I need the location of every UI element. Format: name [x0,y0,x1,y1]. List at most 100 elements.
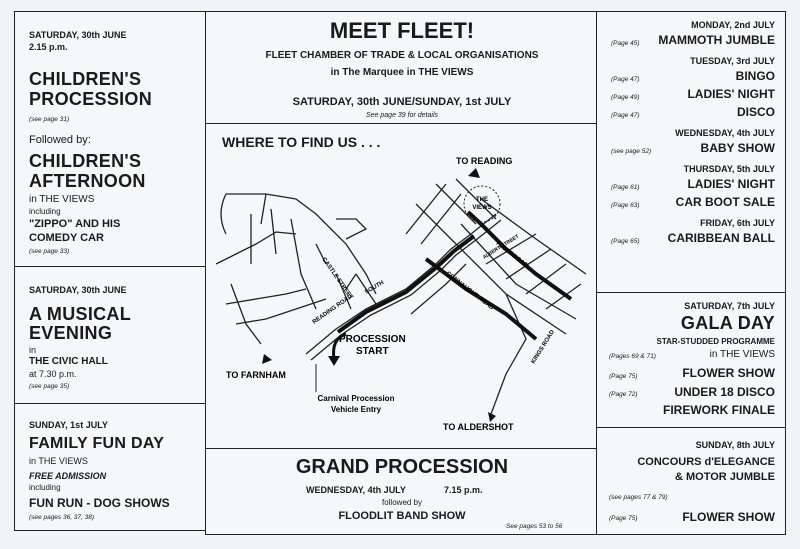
week-event-page: (Page 45) [611,40,640,47]
procession-title-1: CHILDREN'S [29,69,142,89]
meet-fleet-dates: SATURDAY, 30th JUNE/SUNDAY, 1st JULY [292,96,512,108]
gala-page-2: (Page 75) [609,373,638,380]
gala-page-1: (Pages 69 & 71) [609,353,656,360]
concours-line-2: & MOTOR JUMBLE [674,471,775,483]
gala-title: GALA DAY [680,313,775,333]
family-ref: (see pages 36, 37, 38) [29,514,95,521]
week-event: (Page 49) LADIES' NIGHT [597,87,775,105]
week-event: (Page 47)DISCO [597,105,775,123]
map-road [305,213,497,355]
week-event: (Page 45) MAMMOTH JUMBLE [597,33,775,51]
grand-date: WEDNESDAY, 4th JULY [306,485,406,495]
week-event-title: CARIBBEAN BALL [667,231,775,245]
week-date-text: MONDAY, 2nd JULY [691,20,775,30]
the-views-marker [463,185,501,223]
procession-date: SATURDAY, 30th JUNE [29,30,127,40]
to-reading-arrow-icon [468,168,480,178]
week-event-page: (see page 52) [611,148,652,155]
musical-title-2: EVENING [29,323,113,343]
week-event: (Page 63)CAR BOOT SALE [597,195,775,213]
week-event-page: (Page 65) [611,238,640,245]
grand-procession-box: GRAND PROCESSION WEDNESDAY, 4th JULY 7.1… [205,448,597,535]
carnival-label-1: Carnival Procession [318,394,395,403]
afternoon-title-2: AFTERNOON [29,171,146,191]
afternoon-venue: in THE VIEWS [29,194,95,205]
meet-fleet-box: MEET FLEET! FLEET CHAMBER OF TRADE & LOC… [205,11,597,124]
zippo-line-2: COMEDY CAR [29,232,104,244]
label-connaught-road: CONNAUGHT ROAD [445,271,495,312]
week-date-text: FRIDAY, 6th JULY [700,218,775,228]
carnival-label-2: Vehicle Entry [331,405,382,414]
week-event-title: BABY SHOW [700,141,775,155]
family-including: including [29,483,61,492]
week-event-title: CAR BOOT SALE [675,195,775,209]
week-event: (Page 61) LADIES' NIGHT [597,177,775,195]
procession-route [336,234,476,334]
map-road [215,231,297,265]
week-date-text: TUESDAY, 3rd JULY [690,56,775,66]
week-events-list: MONDAY, 2nd JULY (Page 45) MAMMOTH JUMBLE T… [597,20,775,249]
childrens-procession-box: SATURDAY, 30th JUNE 2.15 p.m. CHILDREN'S… [14,11,206,267]
grand-title: GRAND PROCESSION [295,456,509,478]
family-title: FAMILY FUN DAY [29,435,165,452]
map-road [336,218,368,240]
map-road [225,288,307,305]
map-heading: WHERE TO FIND US . . . [222,134,381,150]
procession-start-label-1: PROCESSION [339,334,406,345]
week-date: MONDAY, 2nd JULY [597,20,775,33]
procession-start-arrowhead-icon [328,356,340,366]
the-views-label-2: VIEWS [472,205,491,211]
grand-ref: See pages 53 to 56 [506,523,563,530]
musical-title-1: A MUSICAL [29,304,132,324]
afternoon-title-1: CHILDREN'S [29,151,142,171]
week-date: THURSDAY, 5th JULY [597,164,775,177]
week-event-page: (Page 47) [611,76,640,83]
floodlit-band-show: FLOODLIT BAND SHOW [338,510,466,522]
map-road [485,233,582,310]
musical-venue: THE CIVIC HALL [29,356,108,367]
musical-time: at 7.30 p.m. [29,369,77,379]
grand-followed-by: followed by [381,498,423,507]
procession-time: 2.15 p.m. [29,42,68,52]
gala-firework-finale: FIREWORK FINALE [663,403,775,417]
week-date: TUESDAY, 3rd JULY [597,56,775,69]
to-aldershot-label: TO ALDERSHOT [443,422,514,432]
week-event-page: (Page 49) [611,94,640,101]
week-event-page: (Page 61) [611,184,640,191]
week-event: (see page 52) BABY SHOW [597,141,775,159]
procession-start-label-2: START [356,346,389,357]
week-event: (Page 47)BINGO [597,69,775,87]
map-box: WHERE TO FIND US . . . [205,123,597,449]
week-event: (Page 65) CARIBBEAN BALL [597,231,775,249]
meet-fleet-sub-1: FLEET CHAMBER OF TRADE & LOCAL ORGANISAT… [265,50,539,61]
map-road [490,293,527,415]
meet-fleet-sub-2: in The Marquee in THE VIEWS [330,67,474,78]
musical-evening-box: SATURDAY, 30th JUNE A MUSICAL EVENING in… [14,266,206,404]
grand-time: 7.15 p.m. [444,485,483,495]
week-event-title: LADIES' NIGHT [687,177,775,191]
to-farnham-label: TO FARNHAM [226,370,286,380]
afternoon-ref: (see page 33) [29,248,70,255]
sunday-box: SUNDAY, 8th JULY CONCOURS d'ELEGANCE & M… [596,427,786,535]
gala-flower-show: FLOWER SHOW [682,366,775,380]
town-map: THE VIEWS CASTLE STREET READING ROAD SOU… [215,156,587,432]
including-label: including [29,207,61,216]
label-kings-road: KINGS ROAD [531,329,557,365]
map-road [345,273,377,305]
map-road [480,198,587,275]
gala-venue: in THE VIEWS [709,349,775,360]
procession-start-arrow-icon [332,332,347,360]
family-fun-day-box: SUNDAY, 1st JULY FAMILY FUN DAY in THE V… [14,403,206,531]
gala-under-18-disco: UNDER 18 DISCO [674,385,775,399]
gala-date: SATURDAY, 7th JULY [684,301,775,311]
followed-by: Followed by: [29,134,91,146]
family-venue: in THE VIEWS [29,456,88,466]
week-event-title: MAMMOTH JUMBLE [658,33,775,47]
procession-route [424,257,538,341]
map-road [235,298,327,325]
week-event-title: LADIES' NIGHT [687,87,775,101]
week-date: FRIDAY, 6th JULY [597,218,775,231]
concours-line-1: CONCOURS d'ELEGANCE [637,456,775,468]
free-admission: FREE ADMISSION [29,471,107,481]
